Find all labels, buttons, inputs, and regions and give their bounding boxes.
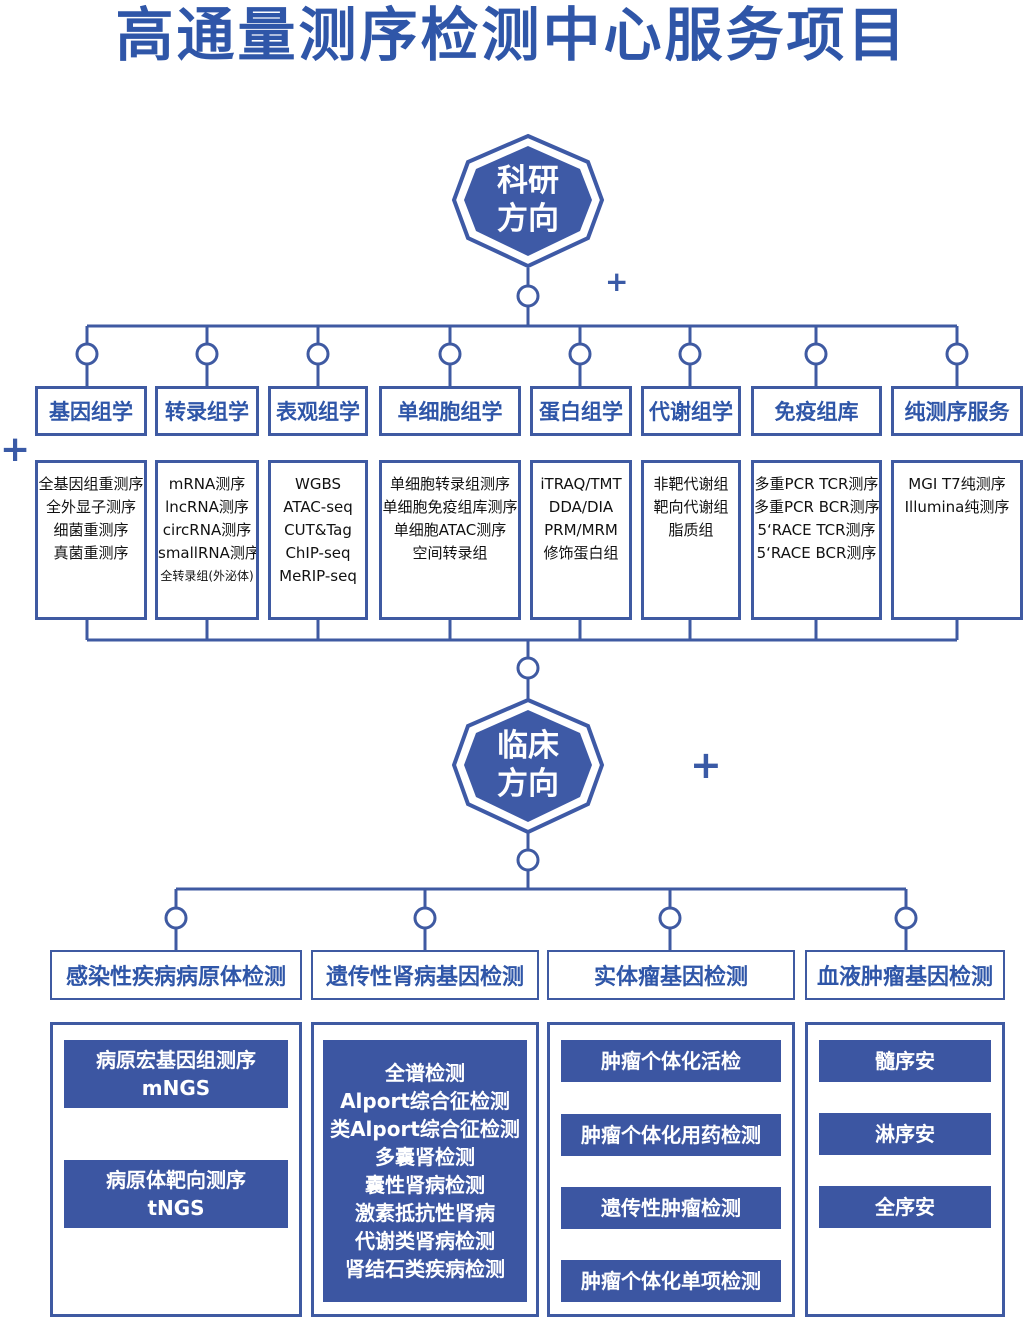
research-category-title: 转录组学 — [155, 386, 259, 436]
clinical-service-label: 囊性肾病检测 — [365, 1173, 485, 1197]
clinical-direction-label: 临床 方向 — [497, 728, 559, 802]
plus-icon: + — [605, 265, 629, 298]
research-category-title: 代谢组学 — [641, 386, 741, 436]
research-item: 修饰蛋白组 — [543, 544, 619, 562]
research-category-items: MGI T7纯测序 Illumina纯测序 — [891, 460, 1023, 620]
research-category-items: 多重PCR TCR测序多重PCR BCR测序 5‘RACE TCR测序 5‘RACE… — [751, 460, 882, 620]
research-category-title: 纯测序服务 — [891, 386, 1023, 436]
clinical-service-label: 激素抵抗性肾病 — [355, 1201, 495, 1225]
page-title: 高通量测序检测中心服务项目 — [115, 1, 909, 69]
research-item: 全转录组(外泌体) — [160, 569, 254, 583]
clinical-service-label: 全序安 — [875, 1195, 935, 1219]
clinical-service-label: mNGS — [141, 1076, 211, 1100]
clinical-service-label: 肿瘤个体化单项检测 — [581, 1269, 761, 1293]
research-item: iTRAQ/TMT — [540, 475, 622, 493]
research-item: 脂质组 — [668, 521, 714, 539]
research-item: 非靶代谢组 — [653, 475, 729, 493]
clinical-service-label: 肿瘤个体化活检 — [601, 1049, 741, 1073]
clinical-service-label: 淋序安 — [875, 1122, 935, 1146]
clinical-service-label: 病原宏基因组测序 — [96, 1048, 256, 1072]
clinical-service-label: 遗传性肿瘤检测 — [601, 1196, 741, 1220]
research-item: 5‘RACE TCR测序 — [757, 521, 876, 539]
connector-node-icon — [75, 284, 969, 930]
plus-icon: + — [0, 429, 31, 470]
research-category-items: 全基因组重测序全外显子测序细菌重测序真菌重测序 — [35, 460, 147, 620]
research-item: 全外显子测序 — [45, 498, 136, 516]
research-category-items: 非靶代谢组靶向代谢组脂质组 — [641, 460, 741, 620]
research-item: 单细胞转录组测序 — [389, 475, 510, 493]
clinical-service-item: 肿瘤个体化活检 — [561, 1040, 781, 1082]
clinical-service-label: 髓序安 — [875, 1049, 935, 1073]
clinical-service-label: 肾结石类疾病检测 — [345, 1257, 505, 1281]
clinical-service-item: 肿瘤个体化单项检测 — [561, 1260, 781, 1302]
research-item: 真菌重测序 — [53, 544, 129, 562]
research-item: 细菌重测序 — [53, 521, 129, 539]
research-item: MGI T7纯测序 — [908, 475, 1006, 493]
research-category-title: 表观组学 — [268, 386, 368, 436]
clinical-service-item: 髓序安 — [819, 1040, 991, 1082]
research-category-title: 基因组学 — [35, 386, 147, 436]
clinical-service-item: 病原宏基因组测序 mNGS — [64, 1040, 288, 1108]
research-direction-label: 科研 方向 — [497, 163, 559, 237]
clinical-service-item: 肿瘤个体化用药检测 — [561, 1114, 781, 1156]
clinical-service-label: 多囊肾检测 — [375, 1145, 475, 1169]
clinical-service-label: 全谱检测 — [385, 1061, 465, 1085]
clinical-service-item: 遗传性肿瘤检测 — [561, 1187, 781, 1229]
clinical-service-label: Alport综合征检测 — [340, 1089, 510, 1113]
research-item: 5‘RACE BCR测序 — [756, 544, 877, 562]
research-item: circRNA测序 — [162, 521, 252, 539]
plus-icon: + — [690, 743, 722, 787]
research-category-items: iTRAQ/TMT DDA/DIA PRM/MRM 修饰蛋白组 — [530, 460, 632, 620]
research-item: 空间转录组 — [412, 544, 488, 562]
clinical-service-label: 类Alport综合征检测 — [330, 1117, 520, 1141]
clinical-service-item: 全序安 — [819, 1186, 991, 1228]
research-item: Illumina纯测序 — [904, 498, 1010, 516]
research-item: 多重PCR BCR测序 — [754, 498, 879, 516]
clinical-service-item: 淋序安 — [819, 1113, 991, 1155]
research-item: smallRNA测序 — [158, 544, 256, 562]
research-item: MeRIP-seq — [279, 567, 357, 585]
research-item: PRM/MRM — [544, 521, 618, 539]
clinical-service-label: tNGS — [147, 1196, 205, 1220]
research-item: 靶向代谢组 — [653, 498, 729, 516]
research-item: WGBS — [294, 475, 341, 493]
research-item: CUT&Tag — [284, 521, 352, 539]
research-category-title: 单细胞组学 — [379, 386, 521, 436]
clinical-category-title: 血液肿瘤基因检测 — [805, 950, 1005, 1000]
clinical-category-title: 感染性疾病病原体检测 — [50, 950, 302, 1000]
research-category-title: 蛋白组学 — [530, 386, 632, 436]
research-item: 多重PCR TCR测序 — [754, 475, 879, 493]
research-item: 全基因组重测序 — [38, 475, 144, 493]
clinical-service-label: 代谢类肾病检测 — [355, 1229, 495, 1253]
research-category-items: 单细胞转录组测序单细胞免疫组库测序单细胞ATAC测序空间转录组 — [379, 460, 521, 620]
clinical-service-item: 全谱检测 Alport综合征检测类Alport综合征检测多囊肾检测囊性肾病检测激素… — [323, 1040, 527, 1302]
research-category-items: mRNA测序 lncRNA测序 circRNA测序 smallRNA测序全转录组(外泌… — [155, 460, 259, 620]
research-item: 单细胞ATAC测序 — [393, 521, 507, 539]
research-item: ChIP-seq — [285, 544, 351, 562]
research-item: lncRNA测序 — [165, 498, 249, 516]
research-item: DDA/DIA — [548, 498, 614, 516]
clinical-service-item: 病原体靶向测序 tNGS — [64, 1160, 288, 1228]
research-category-title: 免疫组库 — [751, 386, 882, 436]
clinical-service-label: 病原体靶向测序 — [106, 1168, 246, 1192]
clinical-category-title: 遗传性肾病基因检测 — [311, 950, 539, 1000]
research-item: mRNA测序 — [168, 475, 246, 493]
clinical-service-label: 肿瘤个体化用药检测 — [581, 1123, 761, 1147]
clinical-category-title: 实体瘤基因检测 — [547, 950, 795, 1000]
research-item: ATAC-seq — [283, 498, 353, 516]
research-item: 单细胞免疫组库测序 — [382, 498, 518, 516]
